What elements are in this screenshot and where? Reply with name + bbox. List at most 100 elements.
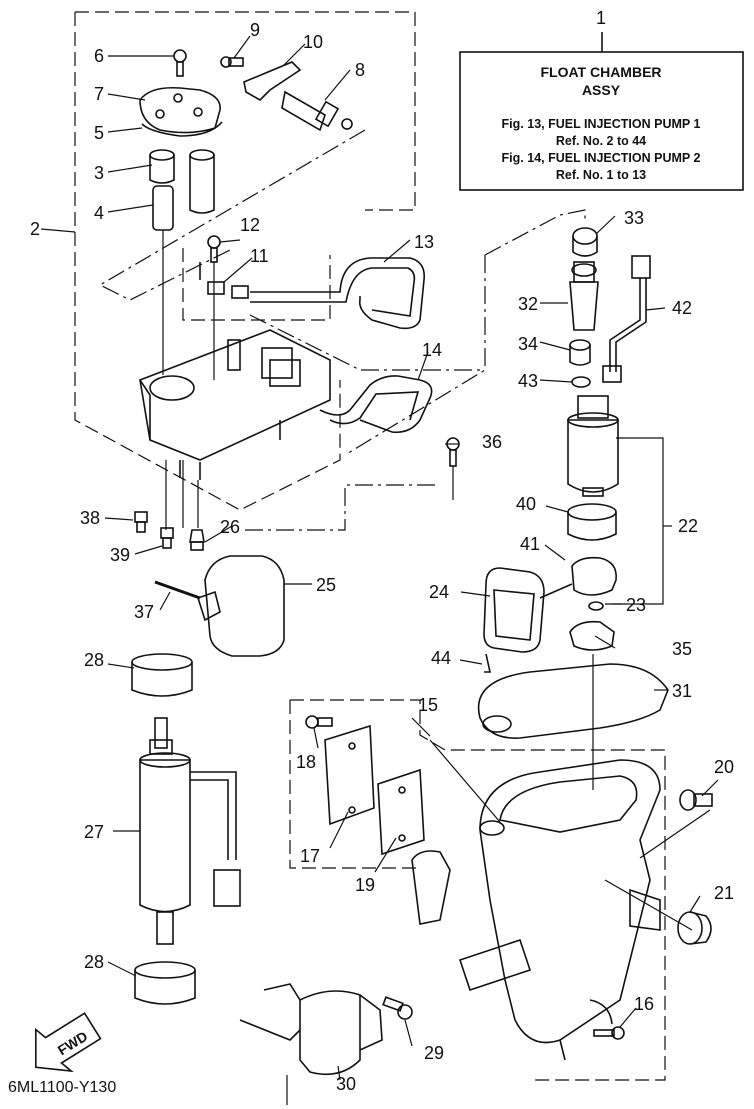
part-11-fitting [199, 262, 249, 299]
label-part-4: 4 [94, 203, 104, 223]
part-32-sleeve [569, 261, 599, 331]
part-number-labels: 2 3 4 5 6 7 8 9 10 11 12 13 14 15 16 17 … [30, 20, 734, 1094]
part-4-sleeve [152, 185, 174, 231]
label-part-37: 37 [134, 602, 154, 622]
part-43-washer [571, 376, 591, 388]
part-34-grommet [569, 339, 591, 366]
part-29-bolt [382, 996, 413, 1020]
label-part-30: 30 [336, 1074, 356, 1094]
label-part-7: 7 [94, 84, 104, 104]
float-chamber-housing [411, 759, 661, 1061]
part-30-bracket [239, 983, 383, 1076]
label-part-42: 42 [672, 298, 692, 318]
part-17-plate [324, 724, 375, 826]
callout-ref-line1: Fig. 13, FUEL INJECTION PUMP 1 [502, 117, 701, 131]
part-26-plug [189, 529, 205, 551]
label-part-26: 26 [220, 517, 240, 537]
part-42-harness [602, 255, 651, 383]
label-part-38: 38 [80, 508, 100, 528]
part-22-electric-pump [567, 395, 619, 497]
label-part-40: 40 [516, 494, 536, 514]
part-28-collar-top [131, 653, 193, 697]
label-part-23: 23 [626, 595, 646, 615]
part-25-cover [197, 555, 285, 657]
part-36-screw [446, 437, 460, 467]
part-10-bracket [243, 61, 302, 101]
callout-number: 1 [596, 8, 606, 28]
leader-lines [40, 35, 719, 1081]
part-3-filter [149, 149, 215, 214]
label-part-14: 14 [422, 340, 442, 360]
label-part-39: 39 [110, 545, 130, 565]
label-part-28-top: 28 [84, 650, 104, 670]
callout-ref-line3: Fig. 14, FUEL INJECTION PUMP 2 [502, 151, 701, 165]
part-44-clip [484, 653, 491, 673]
label-part-18: 18 [296, 752, 316, 772]
label-part-36: 36 [482, 432, 502, 452]
part-31-gasket [477, 663, 669, 739]
label-part-33: 33 [624, 208, 644, 228]
part-24-strainer [483, 567, 545, 653]
label-part-25: 25 [316, 575, 336, 595]
part-20-bolt [679, 789, 713, 811]
callout-title-line2: ASSY [582, 82, 621, 98]
part-6-screw [173, 49, 187, 77]
part-7-cover [139, 86, 221, 134]
part-28-collar-bottom [134, 961, 196, 1005]
part-18-screw [305, 715, 333, 729]
part-39-screw [160, 527, 174, 549]
label-part-41: 41 [520, 534, 540, 554]
part-38-screw [134, 511, 148, 533]
group-outlines [74, 11, 666, 1081]
label-part-9: 9 [250, 20, 260, 40]
label-part-15: 15 [418, 695, 438, 715]
part-41-filter-base [539, 556, 617, 599]
label-part-24: 24 [429, 582, 449, 602]
label-part-44: 44 [431, 648, 451, 668]
float-chamber-body [139, 329, 331, 480]
group-outlines-chain [98, 129, 586, 531]
part-19-plate [377, 768, 425, 856]
label-part-34: 34 [518, 334, 538, 354]
label-part-16: 16 [634, 994, 654, 1014]
part-23-washer [588, 601, 604, 611]
callout-text: 1 FLOAT CHAMBER ASSY Fig. 13, FUEL INJEC… [502, 8, 701, 182]
part-40-ring [567, 503, 617, 541]
label-part-21: 21 [714, 883, 734, 903]
part-21-grommet [677, 911, 712, 945]
label-part-32: 32 [518, 294, 538, 314]
label-part-13: 13 [414, 232, 434, 252]
label-part-20: 20 [714, 757, 734, 777]
callout-box [459, 32, 744, 191]
guide-lines [162, 230, 711, 1105]
label-part-19: 19 [355, 875, 375, 895]
callout-title-line1: FLOAT CHAMBER [540, 64, 661, 80]
label-part-35: 35 [672, 639, 692, 659]
label-part-12: 12 [240, 215, 260, 235]
part-13-hose [250, 257, 426, 330]
label-part-8: 8 [355, 60, 365, 80]
label-part-27: 27 [84, 822, 104, 842]
part-33-seal [572, 227, 598, 257]
callout-ref-line4: Ref. No. 1 to 13 [556, 168, 646, 182]
label-part-28-bottom: 28 [84, 952, 104, 972]
part-5-gasket [141, 121, 223, 137]
label-part-2: 2 [30, 219, 40, 239]
label-part-22: 22 [678, 516, 698, 536]
part-9-bolt [220, 56, 244, 68]
part-8-valve [281, 90, 353, 132]
label-part-17: 17 [300, 846, 320, 866]
drawing-code: 6ML1100-Y130 [8, 1079, 116, 1096]
label-part-3: 3 [94, 163, 104, 183]
label-part-5: 5 [94, 123, 104, 143]
part-14-hose [319, 375, 433, 434]
label-part-43: 43 [518, 371, 538, 391]
part-35-cap [569, 620, 615, 651]
label-part-29: 29 [424, 1043, 444, 1063]
part-27-fuel-pump [139, 717, 241, 945]
fwd-arrow-icon [35, 1012, 102, 1073]
part-16-screw [593, 1026, 625, 1040]
part-37-pin [154, 580, 201, 600]
